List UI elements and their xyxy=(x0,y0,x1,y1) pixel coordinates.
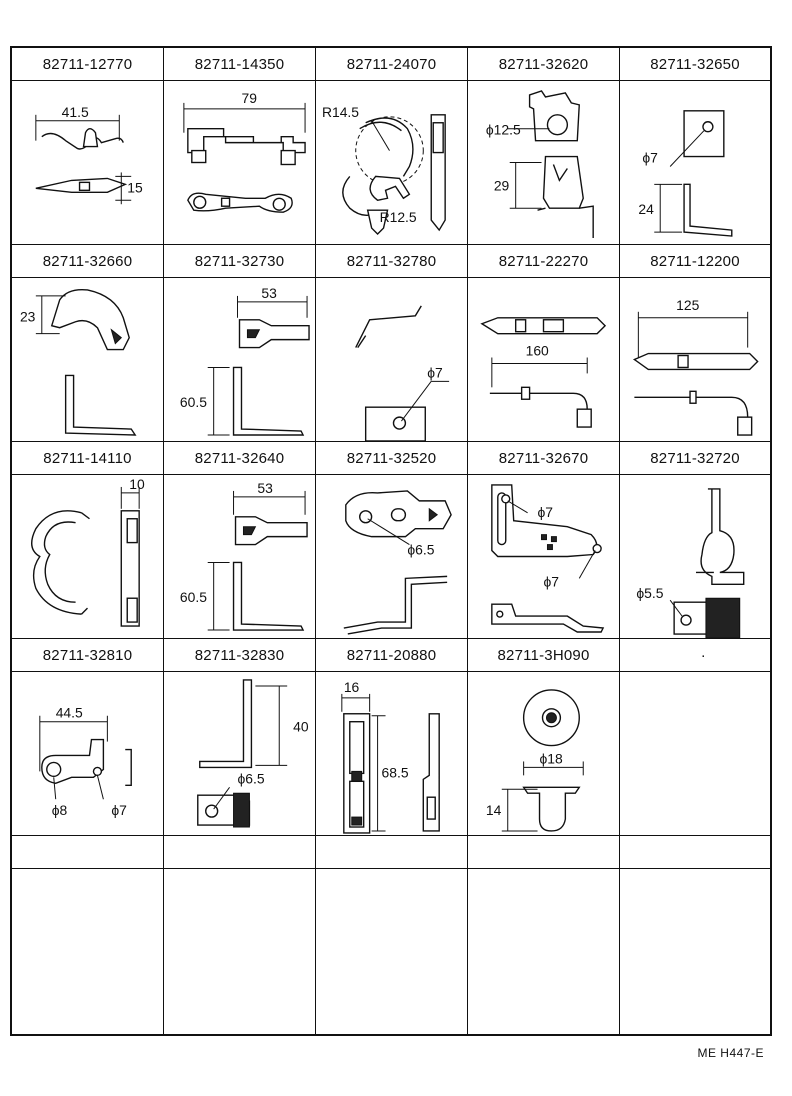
dimension-label: 15 xyxy=(127,179,143,195)
empty-cell xyxy=(468,869,620,1034)
part-cell-82711-3H090: 82711-3H090 ϕ18 14 xyxy=(468,639,620,836)
empty-cell xyxy=(620,836,770,869)
part-cell-82711-32650: 82711-32650 ϕ7 24 xyxy=(620,48,770,245)
empty-cell xyxy=(468,836,620,869)
part-cell-82711-14350: 82711-14350 79 xyxy=(164,48,316,245)
part-cell-empty: · xyxy=(620,639,770,836)
part-cell-82711-32720: 82711-32720 ϕ5.5 xyxy=(620,442,770,639)
drawing-code: ME H447-E xyxy=(697,1046,764,1060)
part-cell-82711-12200: 82711-12200 125 xyxy=(620,245,770,442)
dimension-label: ϕ7 xyxy=(544,573,560,589)
part-cell-82711-32670: 82711-32670 ϕ7 ϕ7 xyxy=(468,442,620,639)
dimension-label: 68.5 xyxy=(382,764,409,780)
part-cell-82711-24070: 82711-24070 R14.5 R12.5 xyxy=(316,48,468,245)
part-number: 82711-14110 xyxy=(12,442,163,475)
dimension-label: 16 xyxy=(344,679,360,695)
part-number: 82711-32520 xyxy=(316,442,467,475)
dimension-label: R14.5 xyxy=(322,104,359,120)
empty-cell xyxy=(12,869,164,1034)
part-number: 82711-14350 xyxy=(164,48,315,81)
dimension-label: 160 xyxy=(526,343,549,359)
dimension-label: 60.5 xyxy=(180,394,207,410)
dimension-label: ϕ6.5 xyxy=(238,770,265,786)
parts-grid: 82711-12770 41.5 15 82711-14350 79 82711… xyxy=(10,46,772,1036)
part-cell-82711-22270: 82711-22270 160 xyxy=(468,245,620,442)
dimension-label: 24 xyxy=(638,201,654,217)
dimension-label: 10 xyxy=(129,476,145,492)
part-number: 82711-22270 xyxy=(468,245,619,278)
part-number: 82711-32780 xyxy=(316,245,467,278)
part-number: 82711-32730 xyxy=(164,245,315,278)
part-number: 82711-3H090 xyxy=(468,639,619,672)
dimension-label: 53 xyxy=(261,285,277,301)
part-number: 82711-32620 xyxy=(468,48,619,81)
part-number: · xyxy=(620,639,770,672)
part-cell-82711-32620: 82711-32620 ϕ12.5 29 xyxy=(468,48,620,245)
part-cell-82711-32780: 82711-32780 ϕ7 xyxy=(316,245,468,442)
dimension-label: 60.5 xyxy=(180,589,207,605)
dimension-label: 29 xyxy=(494,177,510,193)
part-number: 82711-32720 xyxy=(620,442,770,475)
empty-cell xyxy=(316,869,468,1034)
empty-cell xyxy=(164,869,316,1034)
dimension-label: 40 xyxy=(293,719,309,735)
part-number: 82711-20880 xyxy=(316,639,467,672)
dimension-label: 125 xyxy=(676,297,699,313)
empty-cell xyxy=(12,836,164,869)
part-number: 82711-24070 xyxy=(316,48,467,81)
part-number: 82711-32660 xyxy=(12,245,163,278)
part-number: 82711-32810 xyxy=(12,639,163,672)
part-cell-82711-32640: 82711-32640 53 60.5 xyxy=(164,442,316,639)
dimension-label: ϕ7 xyxy=(642,150,658,166)
empty-cell xyxy=(164,836,316,869)
dimension-label: 23 xyxy=(20,309,36,325)
dimension-label: ϕ8 xyxy=(52,802,68,818)
dimension-label: ϕ7 xyxy=(538,504,554,520)
part-number: 82711-12770 xyxy=(12,48,163,81)
dimension-label: R12.5 xyxy=(380,209,417,225)
part-cell-82711-14110: 82711-14110 10 xyxy=(12,442,164,639)
part-cell-82711-32730: 82711-32730 53 60.5 xyxy=(164,245,316,442)
part-number: 82711-32650 xyxy=(620,48,770,81)
part-number: 82711-32830 xyxy=(164,639,315,672)
part-cell-82711-20880: 82711-20880 16 68.5 xyxy=(316,639,468,836)
dimension-label: 44.5 xyxy=(56,705,83,721)
dimension-label: ϕ18 xyxy=(540,750,564,766)
part-number: 82711-32640 xyxy=(164,442,315,475)
part-drawing: 41.5 15 xyxy=(35,104,143,205)
part-cell-82711-32810: 82711-32810 44.5 ϕ8 ϕ7 xyxy=(12,639,164,836)
dimension-label: ϕ6.5 xyxy=(407,542,434,558)
dimension-label: 53 xyxy=(257,480,273,496)
dimension-label: ϕ5.5 xyxy=(636,585,663,601)
empty-cell xyxy=(620,869,770,1034)
part-cell-82711-32830: 82711-32830 40 ϕ6.5 xyxy=(164,639,316,836)
part-cell-82711-32520: 82711-32520 ϕ6.5 xyxy=(316,442,468,639)
dimension-label: ϕ7 xyxy=(427,364,443,380)
part-cell-82711-32660: 82711-32660 23 xyxy=(12,245,164,442)
part-number: 82711-32670 xyxy=(468,442,619,475)
dimension-label: ϕ12.5 xyxy=(486,122,521,138)
part-number: 82711-12200 xyxy=(620,245,770,278)
dimension-label: 14 xyxy=(486,802,502,818)
empty-cell xyxy=(316,836,468,869)
dimension-label: ϕ7 xyxy=(111,802,127,818)
part-cell-82711-12770: 82711-12770 41.5 15 xyxy=(12,48,164,245)
dimension-label: 41.5 xyxy=(62,104,89,120)
dimension-label: 79 xyxy=(241,90,257,106)
